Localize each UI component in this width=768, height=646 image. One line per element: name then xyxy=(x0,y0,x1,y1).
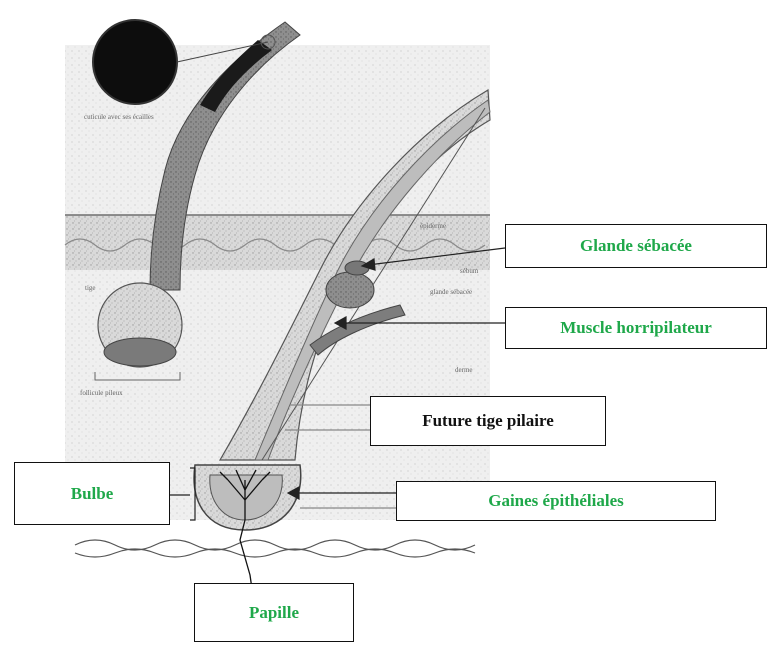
faint-label-epiderme: épiderme xyxy=(420,222,446,230)
faint-label-tige: tige xyxy=(85,284,96,292)
sebaceous-gland-upper xyxy=(345,261,369,275)
label-muscle-horripilateur: Muscle horripilateur xyxy=(505,307,767,349)
left-follicle-base xyxy=(104,338,176,366)
sebaceous-gland-shape xyxy=(326,272,374,308)
faint-label-follicule: follicule pileux xyxy=(80,389,123,397)
label-future-tige-pilaire: Future tige pilaire xyxy=(370,396,606,446)
faint-label-sebum: sébum xyxy=(460,267,479,275)
label-bulbe: Bulbe xyxy=(14,462,170,525)
faint-label-derme: derme xyxy=(455,366,473,374)
label-papille: Papille xyxy=(194,583,354,642)
label-gaines-epitheliales: Gaines épithéliales xyxy=(396,481,716,521)
faint-label-cuticle: cuticule avec ses écailles xyxy=(84,113,154,121)
magnifier-circle xyxy=(93,20,177,104)
label-glande-sebacee: Glande sébacée xyxy=(505,224,767,268)
faint-label-glande: glande sébacée xyxy=(430,288,472,296)
